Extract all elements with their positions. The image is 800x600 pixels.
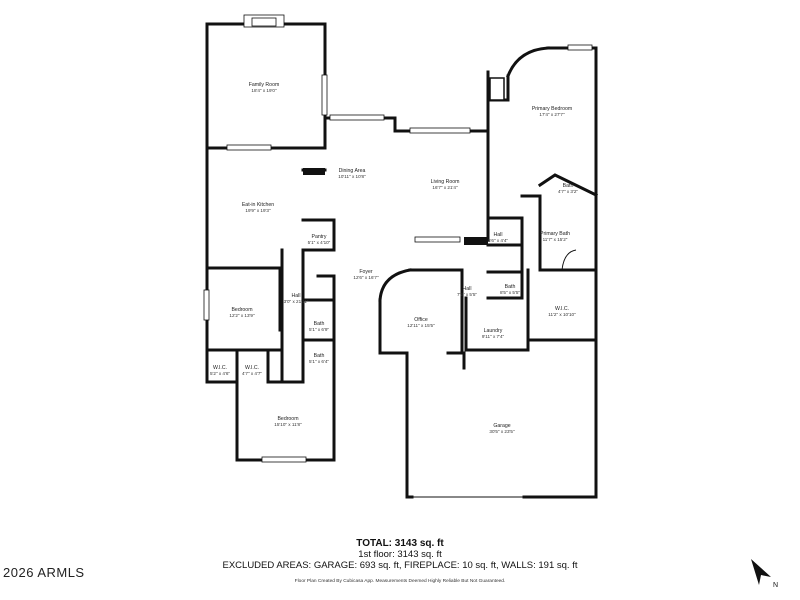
room-name: Bedroom bbox=[277, 416, 298, 422]
room-name: Hall bbox=[463, 286, 472, 292]
room-dimensions: 30'5" x 23'5" bbox=[489, 429, 515, 434]
room-dimensions: 11'7" x 15'2" bbox=[543, 237, 568, 242]
copyright-watermark: 2026 ARMLS bbox=[3, 565, 85, 580]
room-dimensions: 4'7" x 4'7" bbox=[242, 371, 262, 376]
room-name: W.I.C. bbox=[555, 306, 569, 312]
walls bbox=[205, 22, 599, 499]
room-name: Hall bbox=[494, 232, 503, 238]
room-dimensions: 5'6" x 4'4" bbox=[488, 238, 508, 243]
north-arrow-label: N bbox=[773, 582, 778, 589]
room-dimensions: 5'1" x 6'9" bbox=[309, 327, 329, 332]
room-name: Primary Bath bbox=[540, 231, 570, 237]
room-dimensions: 7'2" x 5'5" bbox=[457, 292, 477, 297]
room-name: Bath bbox=[563, 183, 574, 189]
room-name: Laundry bbox=[484, 328, 503, 334]
room-name: Family Room bbox=[249, 82, 280, 88]
room-dimensions: 15'10" x 11'8" bbox=[274, 422, 302, 427]
room-name: Bath bbox=[314, 353, 325, 359]
room-name: W.I.C. bbox=[213, 365, 227, 371]
room-dimensions: 11'2" x 10'10" bbox=[548, 312, 576, 317]
room-name: Hall bbox=[292, 293, 301, 299]
room-dimensions: 5'1" x 6'4" bbox=[309, 359, 329, 364]
area-summary: TOTAL: 3143 sq. ft 1st floor: 3143 sq. f… bbox=[200, 538, 600, 571]
room-dimensions: 9'11" x 7'4" bbox=[482, 334, 505, 339]
room-dimensions: 5'1" x 4'10" bbox=[308, 240, 331, 245]
room-name: Garage bbox=[493, 423, 510, 429]
room-dimensions: 12'11" x 15'5" bbox=[407, 323, 435, 328]
room-name: Dining Area bbox=[339, 168, 366, 174]
room-name: Eat-in Kitchen bbox=[242, 202, 274, 208]
room-dimensions: 4'7" x 3'2" bbox=[558, 189, 578, 194]
windows bbox=[203, 14, 593, 463]
room-name: Bath bbox=[505, 284, 516, 290]
total-area: TOTAL: 3143 sq. ft bbox=[356, 538, 444, 549]
room-name: W.I.C. bbox=[245, 365, 259, 371]
room-dimensions: 12'2" x 13'9" bbox=[229, 313, 255, 318]
room-name: Office bbox=[414, 317, 428, 323]
north-arrow-icon: N bbox=[751, 559, 778, 589]
excluded-areas: EXCLUDED AREAS: GARAGE: 693 sq. ft, FIRE… bbox=[222, 560, 578, 571]
room-dimensions: 12'6" x 16'7" bbox=[353, 275, 379, 280]
room-dimensions: 16'7" x 21'4" bbox=[432, 185, 458, 190]
room-dimensions: 3'0" x 21'11" bbox=[284, 299, 309, 304]
floor-area: 1st floor: 3143 sq. ft bbox=[358, 549, 442, 560]
room-dimensions: 17'4" x 27'7" bbox=[539, 112, 565, 117]
room-name: Living Room bbox=[431, 179, 460, 185]
room-dimensions: 10'11" x 10'8" bbox=[338, 174, 366, 179]
room-name: Foyer bbox=[359, 269, 373, 275]
room-dimensions: 19'9" x 19'3" bbox=[245, 208, 271, 213]
fixtures bbox=[303, 77, 505, 245]
room-dimensions: 8'5" x 5'5" bbox=[500, 290, 520, 295]
room-name: Pantry bbox=[312, 234, 327, 240]
room-name: Primary Bedroom bbox=[532, 106, 572, 112]
credit-line: Floor Plan Created By Cubicasa App. Meas… bbox=[294, 579, 506, 584]
room-name: Bedroom bbox=[231, 307, 252, 313]
room-dimensions: 5'2" x 4'6" bbox=[210, 371, 230, 376]
room-name: Bath bbox=[314, 321, 325, 327]
room-dimensions: 18'4" x 19'0" bbox=[251, 88, 277, 93]
